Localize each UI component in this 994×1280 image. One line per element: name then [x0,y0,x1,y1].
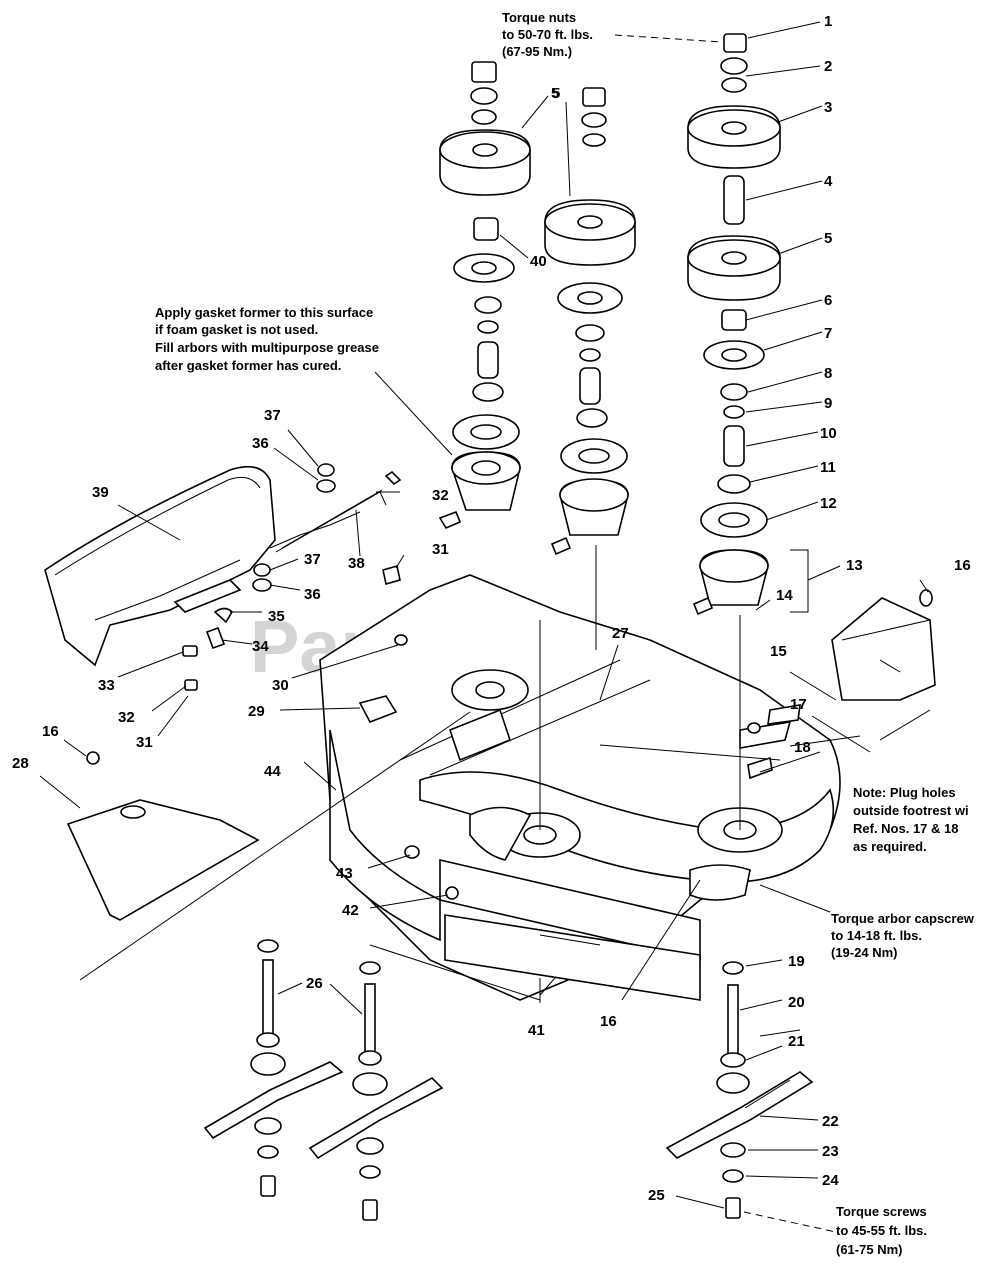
callout-31-top[interactable]: 31 [432,541,449,558]
bolt-42[interactable] [445,886,459,900]
callout-27[interactable]: 27 [612,625,629,642]
callout-33[interactable]: 33 [98,677,115,694]
belt-cover[interactable] [44,465,361,667]
callout-39[interactable]: 39 [92,484,109,501]
note-gasket-former: Apply gasket former to this surface if f… [155,305,379,373]
note-arbor-capscrews: Torque arbor capscrew to 14-18 ft. lbs. … [831,911,975,960]
callout-24[interactable]: 24 [822,1172,839,1189]
callout-5-right[interactable]: 5 [824,230,832,247]
deflector-shield-left[interactable] [66,799,260,921]
callout-20[interactable]: 20 [788,994,805,1011]
svg-text:Torque nuts: Torque nuts [502,10,576,25]
callout-16-bottom[interactable]: 16 [600,1013,617,1030]
callout-14[interactable]: 14 [776,587,793,604]
callout-6[interactable]: 6 [824,292,832,309]
svg-text:to 50-70 ft. lbs.: to 50-70 ft. lbs. [502,27,593,42]
callout-16-right[interactable]: 16 [954,557,971,574]
callout-25[interactable]: 25 [648,1187,665,1204]
svg-text:Torque arbor capscrew: Torque arbor capscrew [831,911,975,926]
callout-13[interactable]: 13 [846,557,863,574]
callout-15[interactable]: 15 [770,643,787,660]
callout-5-center[interactable]: 5 [551,85,559,102]
callout-7[interactable]: 7 [824,325,832,342]
callout-37-bottom[interactable]: 37 [304,551,321,568]
callout-16-left[interactable]: 16 [42,723,59,740]
callout-31-bottom[interactable]: 31 [136,734,153,751]
svg-text:Apply gasket former to this su: Apply gasket former to this surface [155,305,373,320]
bracket-29[interactable] [358,695,398,724]
callout-32-bottom[interactable]: 32 [118,709,135,726]
center-arbor-stack[interactable] [544,87,636,556]
callout-32-top[interactable]: 32 [432,487,449,504]
note-torque-screws: Torque screws to 45-55 ft. lbs. (61-75 N… [836,1204,927,1257]
left-arbor-stack[interactable] [438,61,531,530]
callout-40[interactable]: 40 [530,253,547,270]
svg-text:Ref. Nos. 17 & 18: Ref. Nos. 17 & 18 [853,821,959,836]
callout-28[interactable]: 28 [12,755,29,772]
callout-41[interactable]: 41 [528,1022,545,1039]
callout-21[interactable]: 21 [788,1033,805,1050]
callout-12[interactable]: 12 [820,495,837,512]
callout-18[interactable]: 18 [794,739,811,756]
callout-10[interactable]: 10 [820,425,837,442]
svg-text:outside footrest wi: outside footrest wi [853,803,969,818]
note-plug-holes: Note: Plug holes outside footrest wi Ref… [853,785,969,854]
plug-17[interactable] [747,722,761,734]
callout-17[interactable]: 17 [790,696,807,713]
callout-34[interactable]: 34 [252,638,269,655]
left-spindle-blades[interactable] [203,939,444,1221]
callout-1[interactable]: 1 [824,13,832,30]
svg-text:Note: Plug holes: Note: Plug holes [853,785,956,800]
callout-44[interactable]: 44 [264,763,281,780]
right-arbor-stack[interactable] [687,33,781,616]
callout-37-top[interactable]: 37 [264,407,281,424]
svg-text:if foam gasket is not used.: if foam gasket is not used. [155,322,318,337]
callout-38[interactable]: 38 [348,555,365,572]
svg-text:(67-95 Nm.): (67-95 Nm.) [502,44,572,59]
callout-19[interactable]: 19 [788,953,805,970]
svg-text:as required.: as required. [853,839,927,854]
callout-8[interactable]: 8 [824,365,832,382]
deflector-shield-right[interactable] [831,589,936,701]
screw-16-left[interactable] [86,751,100,765]
svg-text:(61-75 Nm): (61-75 Nm) [836,1242,902,1257]
callout-26[interactable]: 26 [306,975,323,992]
callout-4[interactable]: 4 [824,173,833,190]
callout-11[interactable]: 11 [820,459,836,476]
plug-18[interactable] [747,756,773,780]
callout-36-bottom[interactable]: 36 [304,586,321,603]
callout-36-top[interactable]: 36 [252,435,269,452]
svg-text:Torque screws: Torque screws [836,1204,927,1219]
svg-text:Fill arbors with multipurpose: Fill arbors with multipurpose grease [155,340,379,355]
callout-43[interactable]: 43 [336,865,353,882]
note-torque-nuts: Torque nuts to 50-70 ft. lbs. (67-95 Nm.… [502,10,593,59]
callout-23[interactable]: 23 [822,1143,839,1160]
callout-2[interactable]: 2 [824,58,832,75]
callout-3[interactable]: 3 [824,99,832,116]
svg-text:(19-24 Nm): (19-24 Nm) [831,945,897,960]
callout-numbers: 1 2 3 4 5 5 5 6 7 8 9 10 11 12 13 14 15 … [12,13,971,1204]
svg-text:to 14-18 ft. lbs.: to 14-18 ft. lbs. [831,928,922,943]
callout-29[interactable]: 29 [248,703,265,720]
svg-text:to 45-55 ft. lbs.: to 45-55 ft. lbs. [836,1223,927,1238]
callout-9[interactable]: 9 [824,395,832,412]
callout-5-left[interactable]: 5 [552,85,560,102]
callout-22[interactable]: 22 [822,1113,839,1130]
callout-30[interactable]: 30 [272,677,289,694]
right-spindle-blade[interactable] [665,961,814,1219]
callout-35[interactable]: 35 [268,608,285,625]
callout-42[interactable]: 42 [342,902,359,919]
svg-text:after gasket former has cured.: after gasket former has cured. [155,358,341,373]
